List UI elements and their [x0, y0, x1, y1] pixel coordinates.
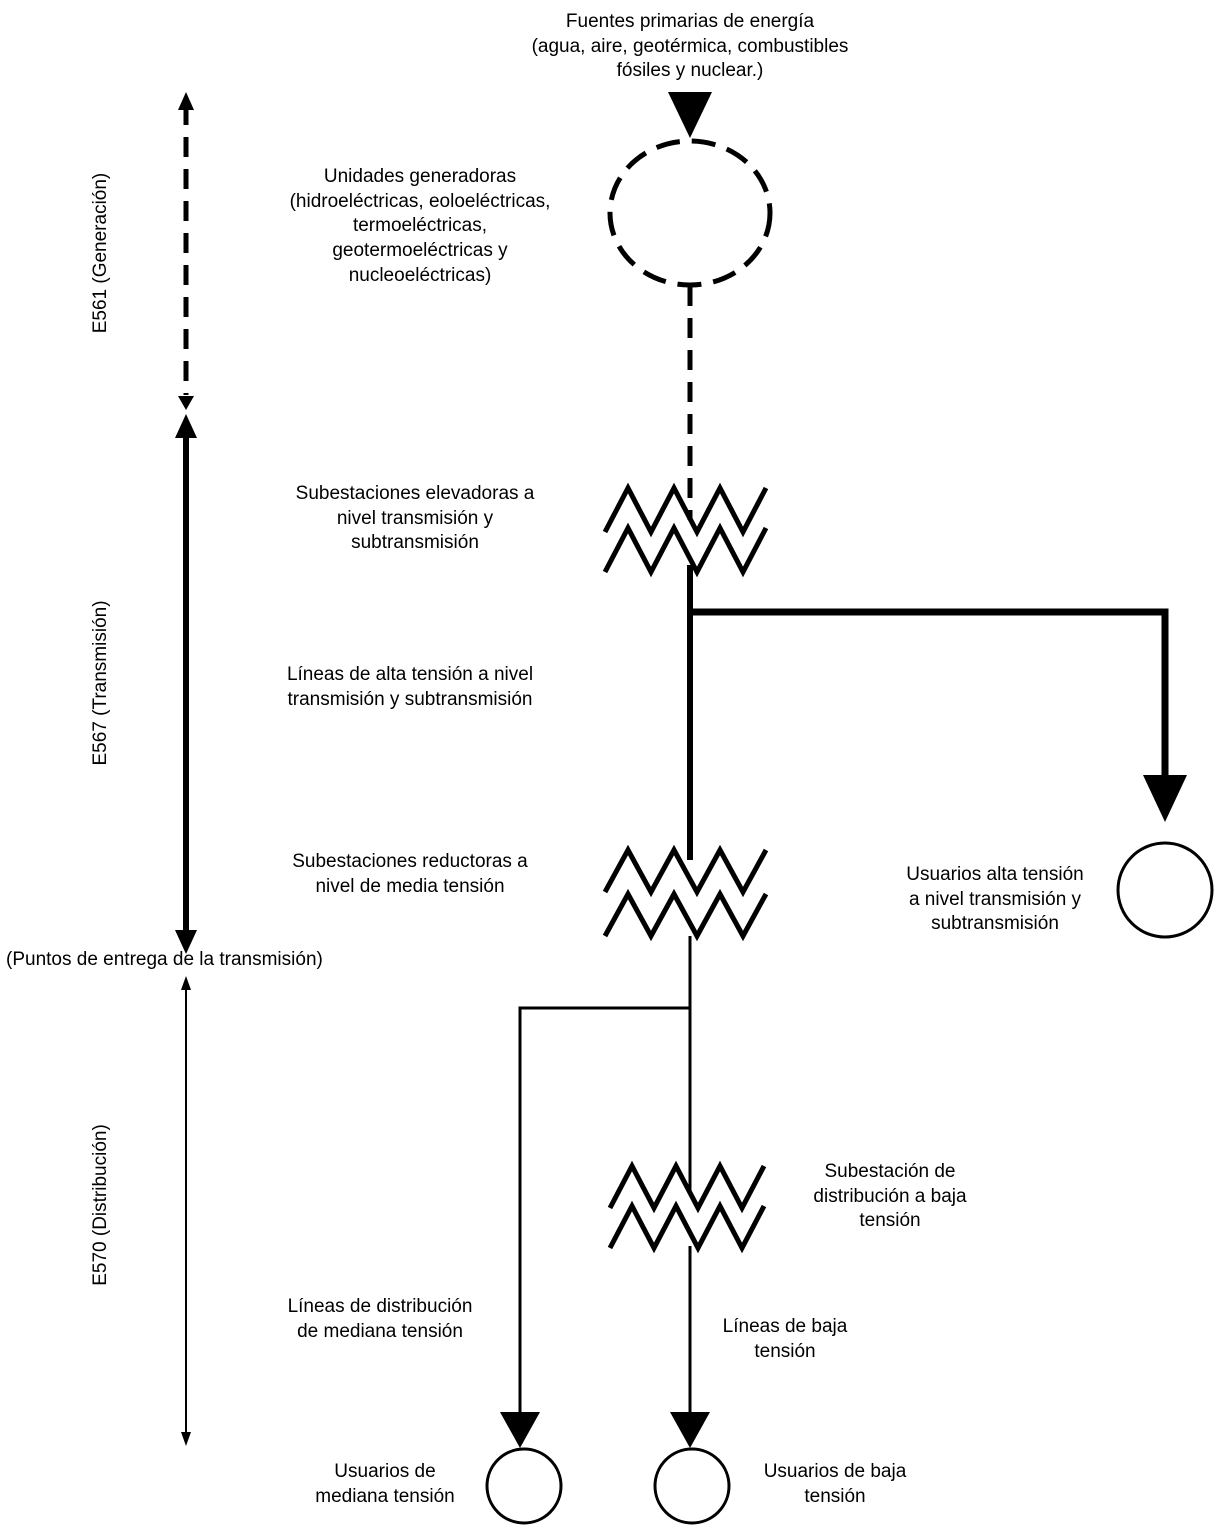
mv-users-label: Usuarios de mediana tensión: [285, 1460, 485, 1509]
distribution-stage-arrow: [181, 976, 191, 1446]
lv-lines-line-2: tensión: [754, 1340, 816, 1362]
hv-users-circle: [1116, 841, 1214, 939]
hv-users-branch: [690, 608, 1169, 785]
step-up-line-2: nivel transmisión y: [336, 507, 494, 529]
mv-users-line-2: mediana tensión: [315, 1485, 455, 1507]
generators-line-5: nucleoeléctricas): [348, 264, 492, 286]
dist-substation-line-1: Subestación de: [824, 1161, 956, 1182]
step-up-label: Subestaciones elevadoras a nivel transmi…: [250, 482, 580, 556]
hv-users-line-3: subtransmisión: [931, 913, 1059, 935]
sources-line-1: Fuentes primarias de energía: [565, 11, 815, 32]
lv-users-arrow: [670, 1412, 710, 1448]
generators-line-3: termoeléctricas,: [352, 215, 488, 237]
mv-users-arrow: [500, 1412, 540, 1448]
hv-users-label: Usuarios alta tensión a nivel transmisió…: [870, 863, 1120, 937]
dist-substation-line-2: distribución a baja: [813, 1185, 967, 1207]
mv-lines-label: Líneas de distribución de mediana tensió…: [240, 1295, 520, 1344]
lv-lines-line-1: Líneas de baja: [722, 1316, 848, 1337]
sources-line-2: (agua, aire, geotérmica, combustibles: [531, 35, 849, 57]
transmission-stage-arrow: [175, 414, 197, 954]
distribution-stage-label: E570 (Distribución): [90, 1124, 111, 1286]
hv-lines-label: Líneas de alta tensión a nivel transmisi…: [240, 663, 580, 712]
generation-stage-arrow: [178, 92, 194, 410]
generator-dashed-circle: [607, 138, 773, 288]
generators-line-1: Unidades generadoras: [323, 166, 517, 187]
delivery-points-label: (Puntos de entrega de la transmisión): [6, 949, 323, 970]
hv-users-line-1: Usuarios alta tensión: [906, 864, 1084, 885]
lv-users-label: Usuarios de baja tensión: [735, 1460, 935, 1509]
sources-line-3: fósiles y nuclear.): [616, 60, 764, 82]
mv-users-line-1: Usuarios de: [334, 1461, 436, 1482]
mv-lines-line-1: Líneas de distribución: [287, 1296, 473, 1317]
lv-users-circle: [653, 1447, 731, 1525]
dist-substation-line-3: tensión: [859, 1210, 921, 1232]
transmission-stage-label: E567 (Transmisión): [90, 600, 111, 766]
step-up-substation-symbol: [602, 482, 769, 578]
generators-line-4: geotermoeléctricas y: [332, 240, 508, 262]
distribution-substation-symbol: [607, 1160, 767, 1254]
source-arrow: [668, 92, 712, 138]
step-up-line-1: Subestaciones elevadoras a: [295, 483, 535, 504]
step-down-substation-symbol: [602, 844, 769, 942]
lv-lines-label: Líneas de baja tensión: [695, 1315, 875, 1364]
generation-stage-label: E561 (Generación): [90, 172, 111, 334]
step-up-line-3: subtransmisión: [351, 532, 479, 554]
hv-users-line-2: a nivel transmisión y: [908, 888, 1082, 910]
hv-lines-line-2: transmisión y subtransmisión: [287, 688, 533, 710]
primary-sources-label: Fuentes primarias de energía (agua, aire…: [470, 10, 910, 84]
mv-distribution-line: [518, 1006, 690, 1420]
step-down-line-1: Subestaciones reductoras a: [292, 851, 528, 872]
step-down-line-2: nivel de media tensión: [315, 875, 505, 897]
mv-users-circle: [485, 1447, 563, 1525]
lv-users-line-2: tensión: [804, 1485, 866, 1507]
mv-lines-line-2: de mediana tensión: [297, 1320, 463, 1342]
step-down-label: Subestaciones reductoras a nivel de medi…: [240, 850, 580, 899]
generators-line-2: (hidroeléctricas, eoloeléctricas,: [289, 190, 551, 212]
lv-users-line-1: Usuarios de baja: [763, 1461, 907, 1482]
generators-label: Unidades generadoras (hidroeléctricas, e…: [250, 165, 590, 288]
hv-users-arrow: [1143, 775, 1187, 822]
distribution-substation-label: Subestación de distribución a baja tensi…: [780, 1160, 1000, 1234]
hv-lines-line-1: Líneas de alta tensión a nivel: [286, 664, 534, 685]
